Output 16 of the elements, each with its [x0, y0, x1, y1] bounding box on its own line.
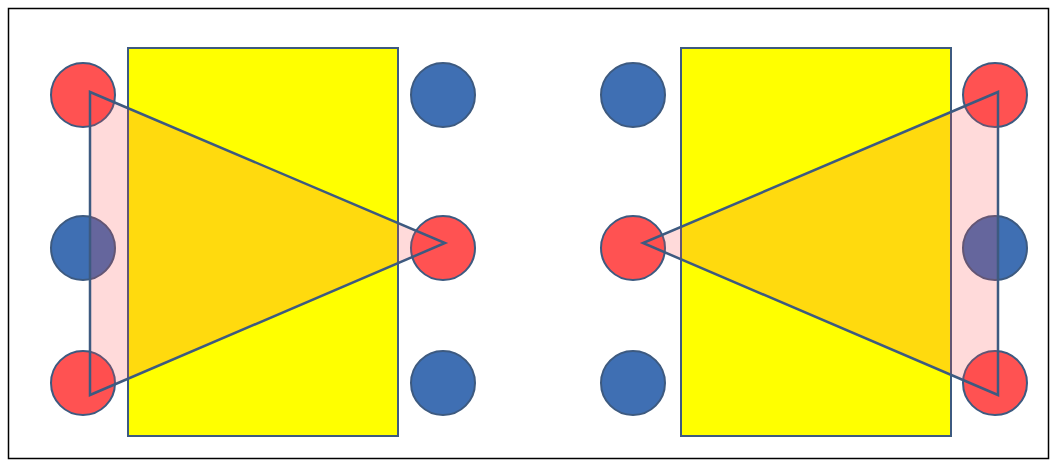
rectangle-box: [127, 47, 399, 437]
circle-marker: [50, 350, 116, 416]
circle-marker: [50, 62, 116, 128]
circle-marker: [410, 350, 476, 416]
triangle-shape: [639, 90, 1000, 397]
rectangle-box: [680, 47, 952, 437]
circle-marker: [962, 215, 1028, 281]
triangle-shape: [88, 90, 449, 397]
circle-marker: [600, 350, 666, 416]
circle-marker: [410, 215, 476, 281]
circle-marker: [600, 62, 666, 128]
circle-marker: [410, 62, 476, 128]
circle-marker: [962, 62, 1028, 128]
circle-marker: [962, 350, 1028, 416]
circle-marker: [50, 215, 116, 281]
circle-marker: [600, 215, 666, 281]
